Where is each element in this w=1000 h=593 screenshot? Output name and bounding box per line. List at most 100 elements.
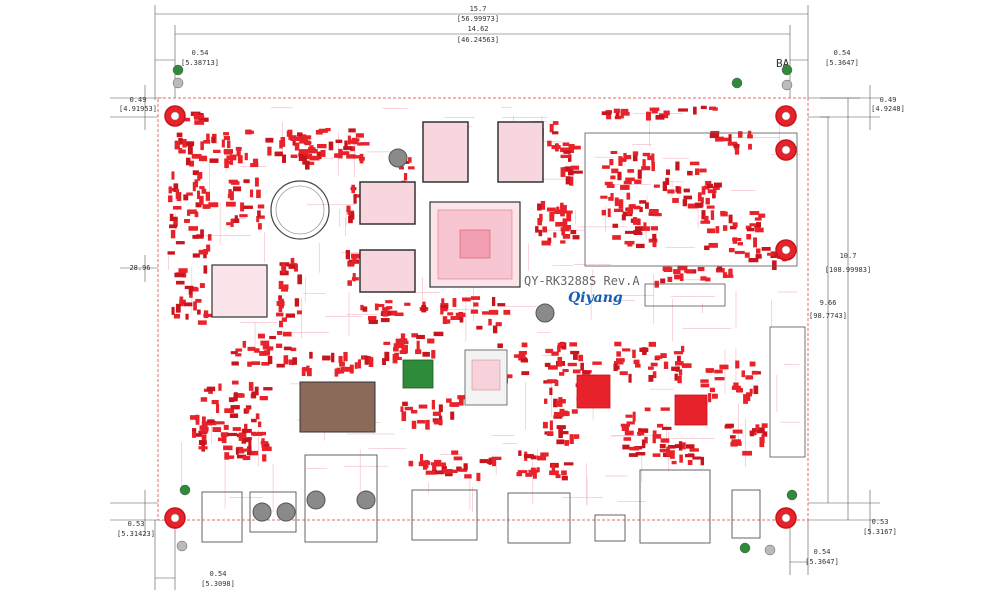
smd-pad <box>445 472 453 477</box>
smd-pad <box>607 208 611 218</box>
smd-pad <box>635 243 645 249</box>
smd-pad <box>572 235 580 240</box>
smd-pad <box>555 474 561 479</box>
smd-pad <box>683 188 690 193</box>
smd-pad <box>687 459 693 466</box>
smd-pad <box>617 171 622 181</box>
smd-pad <box>411 420 417 429</box>
smd-pad <box>671 366 678 371</box>
smd-pad <box>648 341 657 347</box>
connector-hole <box>276 502 296 522</box>
smd-pad <box>207 419 215 424</box>
smd-pad <box>632 151 639 156</box>
smd-pad <box>730 435 736 439</box>
smd-pad <box>419 454 424 464</box>
smd-pad <box>555 400 561 407</box>
smd-pad <box>257 210 261 218</box>
smd-pad <box>540 200 546 210</box>
smd-pad <box>720 211 728 217</box>
smd-pad <box>746 233 752 240</box>
smd-pad <box>410 409 418 414</box>
smd-pad <box>669 450 675 459</box>
smd-pad <box>173 217 178 227</box>
smd-pad <box>602 165 610 169</box>
smd-pad <box>714 369 723 374</box>
smd-pad <box>198 446 208 450</box>
smd-pad <box>433 420 443 425</box>
smd-pad <box>183 194 189 201</box>
smd-pad <box>503 309 511 315</box>
smd-pad <box>192 431 196 438</box>
smd-pad <box>623 437 632 441</box>
smd-pad <box>248 437 252 448</box>
smd-pad <box>647 366 654 370</box>
smd-pad <box>730 141 738 146</box>
smd-pad <box>624 240 635 245</box>
smd-pad <box>681 363 692 368</box>
ddr-chip-3 <box>422 121 469 183</box>
smd-pad <box>309 155 320 161</box>
smd-pad <box>666 446 671 457</box>
smd-pad <box>542 226 548 233</box>
smd-pad <box>615 109 620 119</box>
smd-pad <box>635 452 646 456</box>
smd-pad <box>294 298 300 307</box>
smd-pad <box>560 202 564 209</box>
smd-pad <box>652 237 657 248</box>
smd-pad <box>348 139 356 144</box>
smd-pad <box>169 224 177 229</box>
smd-pad <box>687 203 698 209</box>
smd-pad <box>179 296 184 307</box>
connector-hole <box>388 148 408 168</box>
smd-pad <box>343 351 348 362</box>
smd-pad <box>674 274 681 280</box>
smd-pad <box>562 218 568 229</box>
smd-pad <box>316 151 322 160</box>
smd-pad <box>220 432 229 437</box>
smd-pad <box>491 456 502 461</box>
smd-pad <box>743 394 748 404</box>
smd-pad <box>645 202 649 209</box>
smd-pad <box>441 298 445 306</box>
smd-pad <box>267 146 272 156</box>
smd-pad <box>749 388 753 394</box>
smd-pad <box>367 316 377 321</box>
smd-pad <box>662 181 668 192</box>
smd-pad <box>202 416 206 426</box>
smd-pad <box>309 351 313 359</box>
smd-pad <box>172 205 182 210</box>
smd-pad <box>521 371 530 376</box>
smd-pad <box>235 348 243 352</box>
smd-pad <box>767 252 774 256</box>
smd-pad <box>652 233 657 241</box>
smd-pad <box>229 191 234 201</box>
smd-pad <box>711 393 718 399</box>
smd-pad <box>259 351 267 356</box>
smd-pad <box>206 386 216 392</box>
smd-pad <box>749 223 759 227</box>
smd-pad <box>637 431 645 436</box>
smd-pad <box>732 222 738 228</box>
smd-pad <box>216 403 220 414</box>
smd-pad <box>592 361 602 365</box>
smd-pad <box>404 302 411 306</box>
smd-pad <box>624 230 635 234</box>
smd-pad <box>168 195 173 203</box>
smd-pad <box>425 419 430 430</box>
smd-pad <box>194 179 199 188</box>
smd-pad <box>353 194 357 204</box>
smd-pad <box>731 385 741 390</box>
dim-top-right-hole: 0.54 <box>834 49 851 57</box>
smd-pad <box>556 206 560 215</box>
power-terminal-connector <box>249 491 297 533</box>
smd-pad <box>234 393 245 398</box>
wifi-module-chip <box>674 394 708 426</box>
smd-pad <box>667 276 673 282</box>
smd-pad <box>201 421 207 431</box>
smd-pad <box>552 121 559 125</box>
smd-pad <box>402 401 408 407</box>
smd-pad <box>679 273 684 281</box>
smd-pad <box>653 184 660 188</box>
mounting-hole-drill <box>781 145 791 155</box>
smd-pad <box>339 361 345 367</box>
